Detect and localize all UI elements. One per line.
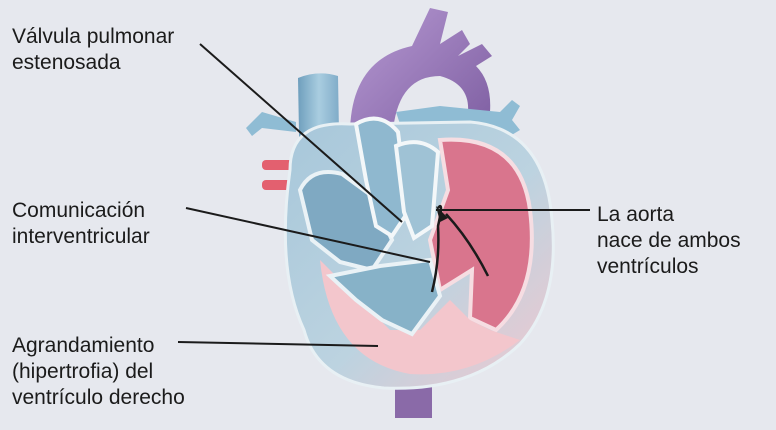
ventricular-septum [325, 257, 443, 337]
label-ventricular-septal-defect: Comunicación interventricular [12, 199, 150, 248]
label-right-ventricular-hypertrophy: Agrandamiento (hipertrofia) del ventrícu… [12, 334, 185, 409]
label-stenosed-pulmonary-valve: Válvula pulmonar estenosada [12, 25, 175, 74]
aorta-outflow-arrow-2 [445, 213, 490, 277]
left-ventricle [427, 137, 534, 333]
pulmonary-branch-left [246, 112, 296, 136]
pulmonary-valve-2 [393, 140, 441, 242]
leader-vsd [185, 207, 431, 263]
aortic-arch [349, 8, 492, 150]
leader-hypertrophy [177, 341, 379, 347]
leader-valve [199, 43, 403, 223]
label-overriding-aorta: La aorta nace de ambos ventrículos [597, 203, 741, 278]
aorta-outflow-arrow [430, 204, 443, 293]
